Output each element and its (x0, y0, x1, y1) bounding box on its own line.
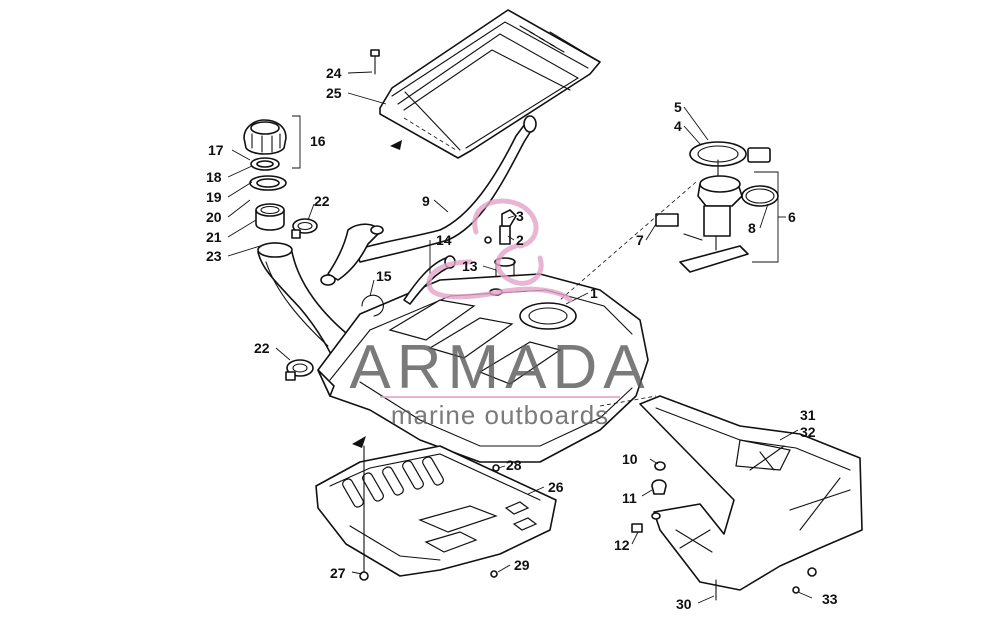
callout-5: 5 (674, 99, 682, 115)
callout-33: 33 (822, 591, 838, 607)
callout-4: 4 (674, 118, 682, 134)
callout-14: 14 (436, 232, 452, 248)
callout-23: 23 (206, 248, 222, 264)
callout-24: 24 (326, 65, 342, 81)
callout-20: 20 (206, 209, 222, 225)
hose-clamp-lower (285, 359, 314, 381)
callout-1: 1 (590, 285, 598, 301)
callout-28: 28 (506, 457, 522, 473)
callout-9: 9 (422, 193, 430, 209)
callout-2: 2 (516, 232, 524, 248)
callout-22-lower: 22 (254, 340, 270, 356)
callout-13: 13 (462, 258, 478, 274)
mounting-hardware (631, 461, 667, 533)
callout-21: 21 (206, 229, 222, 245)
watermark: ARMADA marine outboards (349, 198, 650, 430)
callout-22-upper: 22 (314, 193, 330, 209)
callout-17: 17 (208, 142, 224, 158)
rack-frame-part (379, 9, 601, 159)
callout-19: 19 (206, 189, 222, 205)
fuel-pump-assembly (655, 141, 779, 273)
side-panel-part (639, 395, 863, 601)
callout-29: 29 (514, 557, 530, 573)
leader-lines (227, 71, 813, 604)
arrow-marker-rack (390, 140, 402, 150)
callout-26: 26 (548, 479, 564, 495)
callout-15: 15 (376, 268, 392, 284)
watermark-logo (426, 198, 573, 303)
callout-32: 32 (800, 424, 816, 440)
arrow-marker-skid (352, 436, 366, 448)
vent-hose-part-9 (355, 115, 537, 263)
callout-27: 27 (330, 565, 346, 581)
fuel-cap-assembly (243, 119, 318, 239)
assembly-guide-line (559, 181, 697, 301)
callout-labels: 1 2 3 4 5 6 7 8 9 10 11 12 13 14 15 16 1… (206, 65, 838, 612)
watermark-title: ARMADA (349, 333, 650, 402)
watermark-subtitle: marine outboards (391, 400, 609, 430)
callout-16: 16 (310, 133, 326, 149)
callout-11: 11 (622, 490, 637, 506)
bolt-part-24 (370, 49, 380, 75)
callout-30: 30 (676, 596, 692, 612)
callout-31: 31 (800, 407, 816, 423)
callout-25: 25 (326, 85, 342, 101)
panel-guide-line (599, 395, 657, 407)
skid-plate-part (315, 445, 557, 581)
clip-part-15 (361, 294, 384, 317)
callout-7: 7 (636, 232, 644, 248)
callout-8: 8 (748, 220, 756, 236)
callout-10: 10 (622, 451, 638, 467)
elbow-hose-part (320, 223, 384, 286)
callout-6: 6 (788, 209, 796, 225)
callout-12: 12 (614, 537, 630, 553)
callout-3: 3 (516, 208, 524, 224)
callout-18: 18 (206, 169, 222, 185)
